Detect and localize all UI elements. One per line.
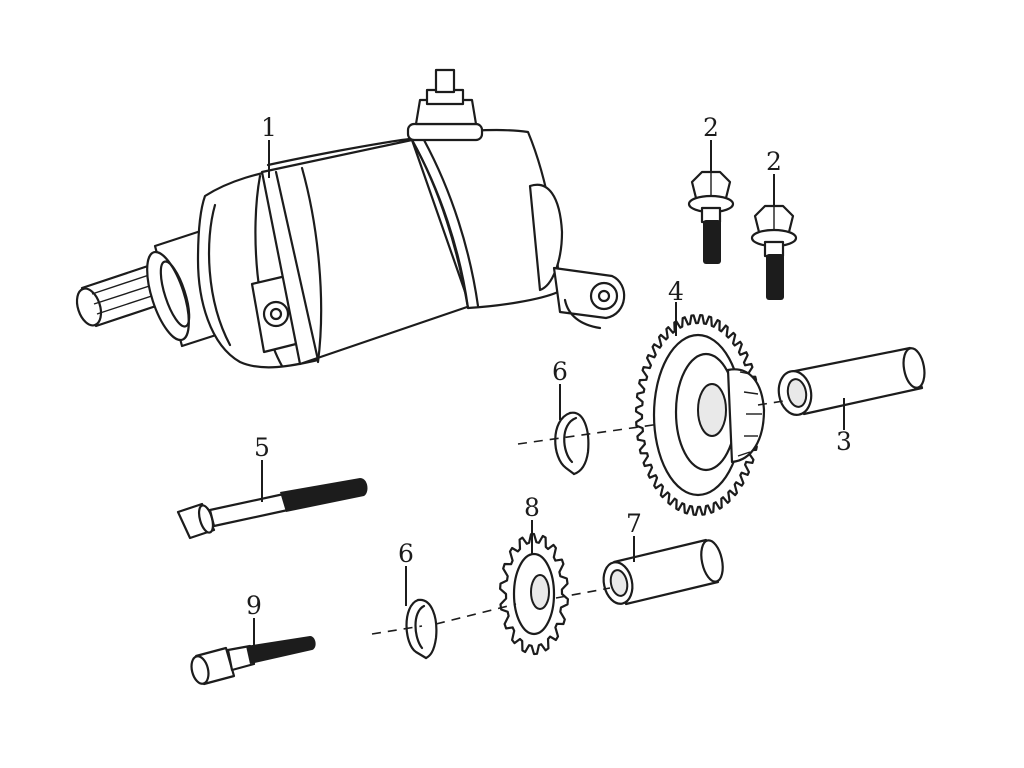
- callout-2-second: 2: [766, 147, 782, 176]
- long-bolt-icon: [176, 478, 368, 540]
- callout-6-second: 6: [398, 539, 414, 568]
- callout-6: 6: [552, 357, 568, 386]
- callout-numbers: 1 2 2 3 4 5 6 6 7 8 9: [246, 113, 852, 620]
- callout-3: 3: [836, 427, 852, 456]
- callout-7: 7: [626, 509, 642, 538]
- circlip-icon: [554, 411, 590, 476]
- leader-lines: [253, 140, 845, 652]
- callout-2: 2: [703, 113, 719, 142]
- callout-9: 9: [246, 591, 262, 620]
- callout-4: 4: [668, 277, 684, 306]
- circlip-icon: [405, 598, 438, 660]
- assembly-axis-lines: [371, 399, 791, 635]
- callout-8: 8: [524, 493, 540, 522]
- shaft-sleeve-icon: [777, 346, 926, 416]
- small-sleeve-icon: [602, 538, 724, 606]
- flange-bolt-icon: [687, 170, 798, 300]
- small-gear-icon: [499, 532, 569, 656]
- double-gear-icon: [634, 314, 766, 516]
- callout-5: 5: [254, 433, 270, 462]
- socket-bolt-icon: [190, 636, 316, 686]
- callout-1: 1: [261, 113, 277, 142]
- starter-motor-icon: [75, 68, 626, 369]
